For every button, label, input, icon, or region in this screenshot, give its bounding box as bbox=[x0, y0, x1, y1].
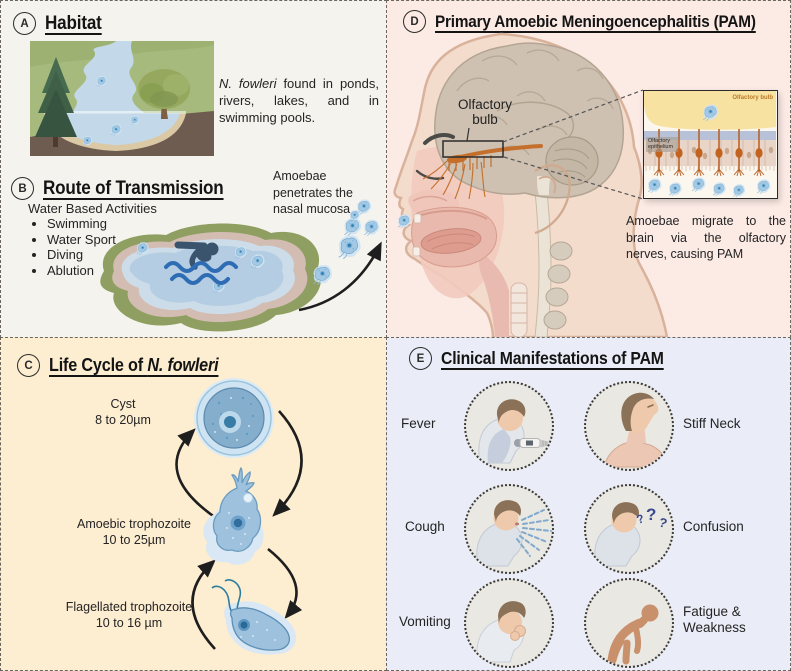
amoebic-trophozoite-label: Amoebic trophozoite 10 to 25µm bbox=[77, 517, 191, 548]
panel-b-title: Route of Transmission bbox=[43, 177, 224, 199]
panel-e-header: E Clinical Manifestations of PAM bbox=[409, 347, 688, 370]
panel-b-badge: B bbox=[11, 177, 34, 200]
svg-text:?: ? bbox=[635, 511, 646, 527]
stiff-neck-icon bbox=[603, 392, 669, 468]
lifecycle-illustration bbox=[175, 378, 303, 655]
olfactory-inset: Olfactory bulb Olfactory epithelium bbox=[643, 90, 778, 199]
habitat-caption-text: found in ponds, rivers, lakes, and in sw… bbox=[219, 76, 379, 126]
tree-icon bbox=[138, 69, 190, 119]
fatigue-circle bbox=[584, 578, 674, 668]
confusion-label: Confusion bbox=[683, 519, 744, 534]
confusion-icon: ? ? ? bbox=[594, 502, 669, 567]
amoebic-trophozoite-illustration bbox=[203, 466, 264, 565]
fever-circle bbox=[464, 381, 554, 471]
svg-text:?: ? bbox=[657, 514, 669, 531]
swimmer-icon bbox=[164, 241, 238, 285]
panel-b-header: B Route of Transmission bbox=[11, 177, 244, 200]
panel-lifecycle: C Life Cycle of N. fowleri bbox=[0, 337, 387, 671]
panel-c-title-species: N. fowleri bbox=[147, 355, 219, 375]
activity-item: Swimming bbox=[47, 216, 116, 232]
cough-circle bbox=[464, 484, 554, 574]
pond-illustration bbox=[100, 223, 322, 332]
panel-c-title: Life Cycle of N. fowleri bbox=[49, 355, 219, 375]
vomiting-label: Vomiting bbox=[399, 614, 451, 629]
brain-illustration bbox=[434, 42, 625, 199]
pam-caption: Amoebae migrate to the brain via the olf… bbox=[626, 214, 786, 261]
eyebrow-icon bbox=[423, 133, 455, 145]
cyst-illustration bbox=[194, 378, 274, 458]
habitat-scene-illustration bbox=[30, 41, 214, 156]
fatigue-weakness-label: Fatigue & Weakness bbox=[683, 604, 746, 636]
habitat-caption-species: N. fowleri bbox=[219, 76, 277, 91]
panel-d-title: Primary Amoebic Meningoencephalitis (PAM… bbox=[435, 11, 756, 31]
activities-list: Swimming Water Sport Diving Ablution bbox=[31, 216, 116, 278]
activity-item: Water Sport bbox=[47, 232, 116, 248]
panel-c-header: C Life Cycle of N. fowleri bbox=[17, 354, 237, 377]
panel-e-badge: E bbox=[409, 347, 432, 370]
cough-icon bbox=[476, 500, 552, 567]
inset-olfactory-bulb-label: Olfactory bulb bbox=[732, 95, 773, 101]
head-cross-section bbox=[393, 32, 669, 337]
fatigue-weakness-icon bbox=[607, 604, 659, 665]
panel-d-badge: D bbox=[403, 10, 426, 33]
panel-c-badge: C bbox=[17, 354, 40, 377]
zoom-region-box bbox=[442, 140, 504, 158]
cyst-label: Cyst 8 to 20µm bbox=[95, 397, 151, 428]
panel-habitat-and-transmission: A Habitat bbox=[0, 0, 387, 338]
stiff-neck-circle bbox=[584, 381, 674, 471]
vomiting-circle bbox=[464, 578, 554, 668]
activity-item: Diving bbox=[47, 247, 116, 263]
cough-label: Cough bbox=[405, 519, 445, 534]
inset-olfactory-epithelium-label: Olfactory epithelium bbox=[646, 137, 678, 152]
panel-pam: D Primary Amoebic Meningoencephalitis (P… bbox=[386, 0, 791, 338]
olfactory-bulb-label: Olfactory bulb bbox=[457, 97, 512, 128]
panel-d-header: D Primary Amoebic Meningoencephalitis (P… bbox=[403, 10, 791, 33]
panel-a-title: Habitat bbox=[45, 12, 102, 34]
svg-text:?: ? bbox=[646, 505, 656, 524]
pine-tree-icon bbox=[35, 57, 77, 147]
panel-a-header: A Habitat bbox=[13, 12, 108, 35]
panel-a-badge: A bbox=[13, 12, 36, 35]
flagellated-trophozoite-label: Flagellated trophozoite 10 to 16 µm bbox=[65, 600, 193, 631]
ear-icon bbox=[534, 164, 571, 235]
stiff-neck-label: Stiff Neck bbox=[683, 416, 741, 431]
flagellated-trophozoite-illustration bbox=[211, 579, 297, 655]
activities-heading: Water Based Activities bbox=[28, 201, 157, 216]
habitat-caption: N. fowleri found in ponds, rivers, lakes… bbox=[219, 75, 379, 126]
fever-icon bbox=[478, 399, 550, 464]
fever-label: Fever bbox=[401, 416, 436, 431]
vomiting-icon bbox=[476, 601, 526, 663]
transmission-annotation: Amoebae penetrates the nasal mucosa bbox=[273, 169, 353, 216]
confusion-circle: ? ? ? bbox=[584, 484, 674, 574]
panel-e-title: Clinical Manifestations of PAM bbox=[441, 348, 664, 368]
panel-clinical: E Clinical Manifestations of PAM Fever bbox=[386, 337, 791, 671]
activity-item: Ablution bbox=[47, 263, 116, 279]
